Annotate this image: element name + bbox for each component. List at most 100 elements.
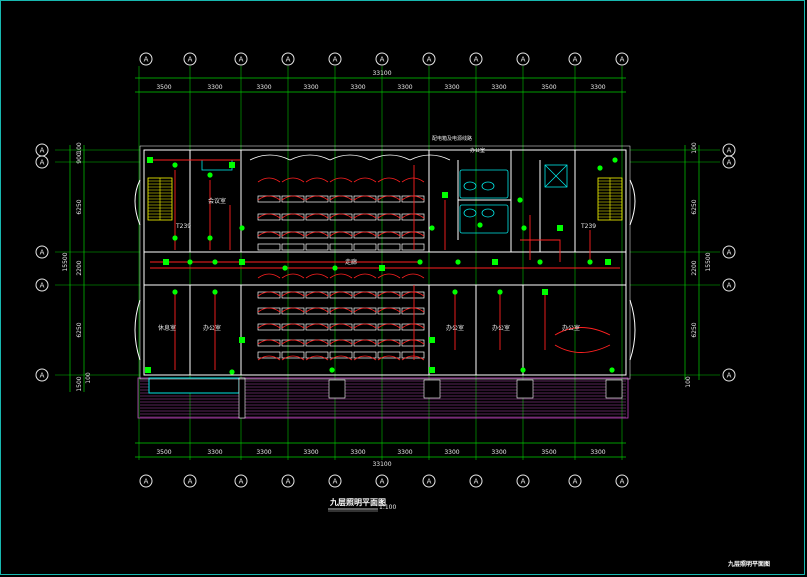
svg-text:A: A <box>333 478 338 486</box>
top-dim-7: 3300 <box>444 84 459 91</box>
axis-bubble-14: A <box>422 474 436 488</box>
light-fixture <box>212 259 218 265</box>
top-dim-6: 3300 <box>397 84 412 91</box>
axis-bubble-30: A <box>722 278 736 292</box>
drawing-scale: 1:100 <box>379 504 396 511</box>
axis-bubble-1: A <box>139 52 153 66</box>
room-label-office-1: 办公室 <box>203 324 221 332</box>
light-fixture <box>229 369 235 375</box>
light-fixture <box>239 337 245 343</box>
svg-text:A: A <box>727 249 732 257</box>
axis-bubble-24: A <box>722 143 736 157</box>
axis-bubble-15: A <box>469 52 483 66</box>
light-fixture <box>537 259 543 265</box>
left-dim-5: 6250 <box>76 322 83 337</box>
svg-text:A: A <box>521 56 526 64</box>
dimension-lines <box>69 77 700 458</box>
axis-bubble-4: A <box>183 474 197 488</box>
top-dim-10: 3300 <box>590 84 605 91</box>
top-dim-3: 3300 <box>256 84 271 91</box>
axis-bubble-21: A <box>615 52 629 66</box>
axis-bubble-5: A <box>234 52 248 66</box>
svg-text:A: A <box>521 478 526 486</box>
svg-text:A: A <box>188 478 193 486</box>
light-fixture <box>597 165 603 171</box>
left-dim-3: 6250 <box>76 199 83 214</box>
corner-title: 九层照明平面图 <box>727 560 770 568</box>
axis-bubble-20: A <box>568 474 582 488</box>
svg-text:A: A <box>727 147 732 155</box>
bottom-dim-5: 3300 <box>350 449 365 456</box>
light-fixture <box>145 367 151 373</box>
bottom-dim-1: 3500 <box>156 449 171 456</box>
light-fixture <box>329 367 335 373</box>
bottom-dim-6: 3300 <box>397 449 412 456</box>
right-dim-5: 100 <box>685 376 692 388</box>
bottom-dim-10: 3300 <box>590 449 605 456</box>
balcony-band <box>137 377 629 419</box>
bottom-dim-2: 3300 <box>207 449 222 456</box>
light-fixture <box>442 192 448 198</box>
light-fixture <box>557 225 563 231</box>
axis-bubble-3: A <box>183 52 197 66</box>
light-fixture <box>429 367 435 373</box>
axis-bubble-19: A <box>568 52 582 66</box>
right-dim-1: 100 <box>691 142 698 154</box>
walls <box>134 145 636 380</box>
axis-bubble-6: A <box>234 474 248 488</box>
light-fixture <box>207 172 213 178</box>
light-fixture <box>239 225 245 231</box>
fixture-arcs <box>249 154 451 361</box>
svg-text:A: A <box>188 56 193 64</box>
svg-text:A: A <box>144 56 149 64</box>
light-fixture <box>212 289 218 295</box>
left-dim-total: 15500 <box>62 252 69 271</box>
light-fixture <box>172 289 178 295</box>
light-fixture <box>239 259 245 265</box>
top-dim-9: 3500 <box>541 84 556 91</box>
svg-text:A: A <box>239 478 244 486</box>
svg-text:A: A <box>727 159 732 167</box>
light-fixture <box>229 162 235 168</box>
corridor-label: 走廊 <box>345 258 357 266</box>
svg-text:A: A <box>474 56 479 64</box>
left-dim-7: 100 <box>85 372 92 384</box>
bottom-dim-7: 3300 <box>444 449 459 456</box>
axis-bubble-29: A <box>35 278 49 292</box>
light-fixture <box>429 225 435 231</box>
axis-bubble-8: A <box>281 474 295 488</box>
svg-text:A: A <box>573 56 578 64</box>
axis-bubble-25: A <box>35 155 49 169</box>
stair-left-label: T239 <box>175 223 191 230</box>
right-dim-3: 2200 <box>691 260 698 275</box>
bottom-dim-3: 3300 <box>256 449 271 456</box>
top-dim-total: 33100 <box>372 70 391 77</box>
top-dim-2: 3300 <box>207 84 222 91</box>
svg-text:A: A <box>286 56 291 64</box>
svg-text:A: A <box>144 478 149 486</box>
svg-text:A: A <box>380 56 385 64</box>
light-fixture <box>147 157 153 163</box>
svg-text:A: A <box>474 478 479 486</box>
room-label-rest: 休息室 <box>158 324 176 332</box>
svg-text:A: A <box>573 478 578 486</box>
svg-text:A: A <box>333 56 338 64</box>
stair-right-label: T239 <box>580 223 596 230</box>
room-label-office-3: 办公室 <box>492 324 510 332</box>
axis-grid-lines <box>55 66 720 460</box>
light-fixture <box>452 289 458 295</box>
top-dim-8: 3300 <box>491 84 506 91</box>
axis-bubble-11: A <box>375 52 389 66</box>
light-fixture <box>172 162 178 168</box>
left-dim-1: 100 <box>76 142 83 154</box>
light-fixture <box>417 259 423 265</box>
axis-bubble-28: A <box>722 245 736 259</box>
light-fixture <box>612 157 618 163</box>
left-dim-4: 2200 <box>76 260 83 275</box>
toilet-fixtures <box>201 159 568 234</box>
light-fixture <box>517 197 523 203</box>
room-label-office-4: 办公室 <box>562 324 580 332</box>
